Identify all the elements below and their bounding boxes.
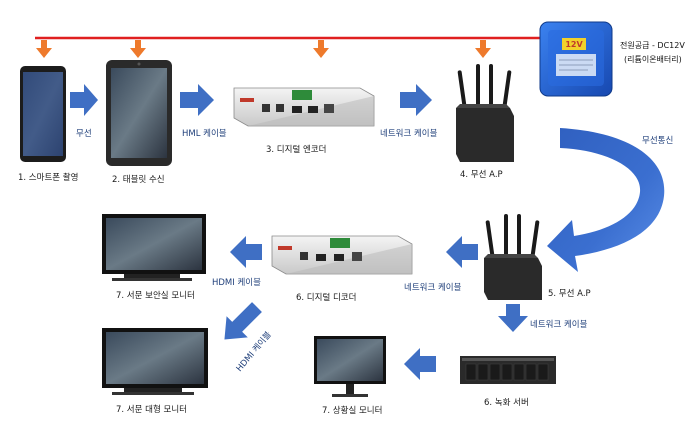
ap1-device [456, 64, 514, 162]
label-hdmi-cable-1: HDMI 케이블 [212, 277, 261, 288]
arrow-encoder-to-ap1 [400, 84, 432, 116]
arrow-tablet-to-encoder [180, 84, 214, 116]
label-network-cable-3: 네트워크 케이블 [530, 319, 588, 330]
label-smartphone: 1. 스마트폰 촬영 [18, 172, 78, 183]
smartphone-device [20, 66, 66, 162]
arrow-phone-to-tablet [70, 84, 98, 116]
label-monitor-large: 7. 서문 대형 모니터 [116, 404, 187, 415]
encoder-device [233, 87, 375, 127]
label-ap1: 4. 무선 A.P [460, 170, 503, 180]
tablet-device [106, 60, 172, 166]
monitor-security [102, 214, 206, 281]
power-arrow-encoder [313, 40, 329, 58]
arrow-ap2-to-nvr [498, 304, 528, 332]
label-network-cable-2: 네트워크 케이블 [404, 282, 462, 293]
label-nvr: 6. 녹화 서버 [484, 397, 529, 408]
arrow-ap2-to-decoder [446, 236, 478, 268]
label-monitor-control: 7. 상황실 모니터 [322, 405, 382, 416]
label-monitor-security: 7. 서문 보안실 모니터 [116, 290, 195, 301]
battery-badge-text: 12V [565, 40, 583, 49]
battery-badge [562, 38, 586, 50]
label-encoder: 3. 디지털 엔코더 [266, 144, 326, 155]
arrow-decoder-to-security-monitor [230, 236, 262, 268]
label-wireless-comm: 무선통신 [642, 136, 673, 146]
battery-label-line2: (리튬이온배터리) [624, 54, 682, 64]
label-wireless: 무선 [76, 129, 92, 139]
battery-pack: 12V [539, 21, 613, 97]
power-arrow-tablet [130, 40, 146, 58]
arrow-nvr-to-control-monitor [404, 348, 436, 380]
label-tablet: 2. 태블릿 수신 [112, 174, 165, 185]
ap2-device [484, 214, 542, 300]
nvr-device [460, 356, 556, 384]
label-ap2: 5. 무선 A.P [548, 289, 591, 299]
power-arrow-phone [36, 40, 52, 58]
label-network-cable-1: 네트워크 케이블 [380, 128, 438, 139]
power-arrow-ap [475, 40, 491, 58]
label-decoder: 6. 디지털 디코더 [296, 292, 356, 303]
monitor-control [314, 336, 386, 397]
decoder-device [271, 235, 413, 275]
battery-label-line1: 전원공급 - DC12V [620, 40, 685, 50]
wireless-comm-arrow [547, 128, 665, 272]
arrow-decoder-to-large-monitor [224, 302, 262, 340]
monitor-large [102, 328, 208, 395]
label-hml-cable: HML 케이블 [182, 128, 227, 139]
